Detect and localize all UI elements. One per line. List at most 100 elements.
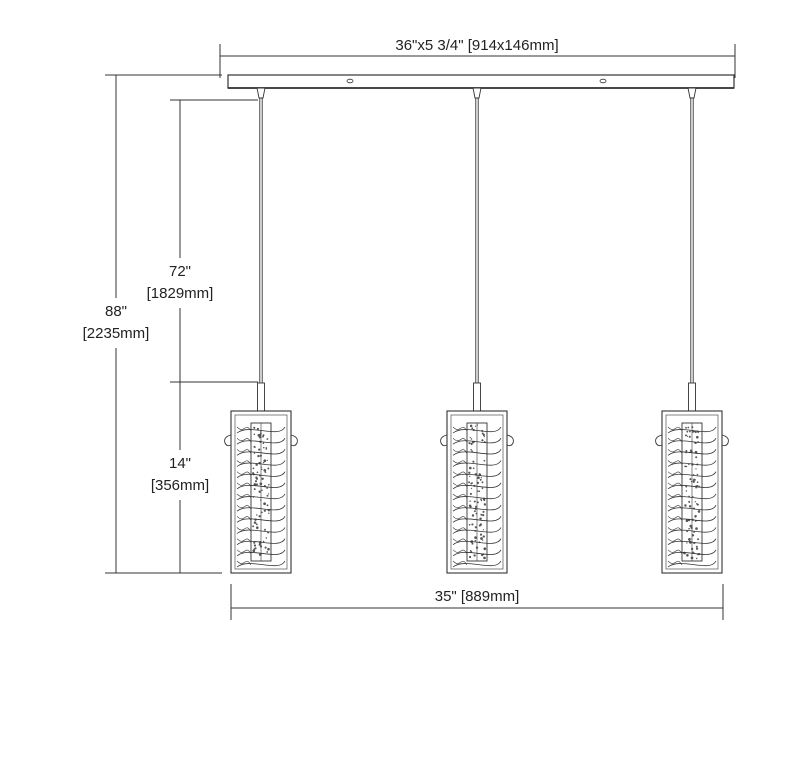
crystal-bead [480, 537, 483, 540]
crystal-bead [483, 459, 486, 462]
crystal-bead [482, 510, 485, 513]
crystal-bead [260, 431, 262, 433]
spiral-wire-back [452, 527, 468, 532]
spiral-wire-back [236, 471, 252, 476]
spiral-wire [667, 482, 717, 490]
crystal-bead [687, 426, 690, 429]
crystal-bead [696, 473, 699, 476]
cord-length-mm-label: [1829mm] [147, 285, 214, 302]
crystal-speckles [683, 426, 701, 560]
crystal-bead [686, 530, 688, 533]
shade-height-mm-label: [356mm] [151, 477, 209, 494]
crystal-bead [480, 498, 482, 501]
crystal-bead [255, 483, 258, 486]
crystal-bead [262, 461, 265, 464]
spiral-wire-back [667, 504, 683, 510]
spiral-wire [667, 493, 717, 501]
crystal-bead [684, 504, 687, 507]
spiral-wire [236, 471, 286, 479]
crystal-bead [694, 501, 696, 503]
spiral-wire-bands [452, 426, 502, 568]
spiral-wire [236, 549, 286, 557]
crystal-bead [692, 495, 694, 498]
crystal-bead [473, 554, 476, 557]
cord-mount-cap [472, 87, 482, 99]
crystal-bead [471, 542, 474, 545]
crystal-bead [692, 480, 695, 483]
crystal-bead [696, 503, 699, 506]
crystal-bead [253, 445, 256, 448]
crystal-bead [685, 426, 687, 429]
spiral-wire [236, 516, 286, 523]
crystal-bead [262, 540, 265, 543]
spiral-wire [667, 538, 717, 546]
crystal-bead [696, 484, 699, 487]
spiral-wire [452, 504, 502, 512]
crystal-bead [696, 435, 699, 439]
crystal-bead [268, 512, 270, 515]
crystal-bead [261, 477, 264, 481]
crystal-bead [261, 489, 263, 492]
crystal-bead [478, 490, 481, 493]
crystal-bead [689, 524, 692, 528]
crystal-bead [264, 471, 267, 473]
crystal-bead [255, 463, 258, 466]
spiral-wire-back [452, 460, 468, 465]
crystal-bead [685, 465, 688, 468]
crystal-bead [688, 435, 691, 438]
shade-height-in-label: 14" [169, 455, 191, 472]
crystal-bead [468, 481, 471, 484]
crystal-bead [267, 547, 270, 551]
crystal-bead [685, 490, 688, 492]
crystal-bead [263, 446, 265, 449]
crystal-bead [258, 490, 261, 493]
crystal-bead [688, 500, 691, 503]
pendant-right [655, 87, 729, 574]
crystal-bead [696, 481, 699, 484]
shade-clip-left [440, 434, 448, 447]
spiral-wire-back [667, 471, 683, 476]
crystal-bead [265, 537, 268, 539]
spiral-wire [452, 538, 502, 546]
crystal-bead [482, 529, 485, 531]
crystal-bead [686, 553, 689, 557]
shade-height-dimension: 14" [356mm] [151, 382, 209, 573]
spiral-wire-back [452, 471, 468, 476]
crystal-bead [695, 545, 698, 548]
crystal-bead [265, 448, 268, 450]
crystal-bead [695, 547, 699, 550]
spiral-wire-bands [667, 426, 717, 568]
crystal-bead [695, 527, 698, 530]
crystal-bead [690, 526, 693, 530]
crystal-bead [689, 430, 691, 433]
crystal-bead [266, 487, 268, 489]
crystal-bead [252, 467, 255, 470]
spiral-wire-back [236, 493, 252, 499]
spiral-wire-back [452, 504, 468, 510]
spiral-wire [452, 516, 502, 523]
crystal-bead [258, 515, 261, 518]
spiral-wire [452, 471, 502, 479]
crystal-bead [261, 468, 263, 471]
spiral-wire-back [236, 449, 252, 454]
crystal-bead [693, 531, 695, 533]
crystal-bead [471, 427, 474, 430]
spiral-wire-back [452, 560, 468, 566]
crystal-bead [695, 485, 698, 487]
crystal-bead [468, 471, 471, 474]
crystal-bead [253, 521, 257, 524]
spiral-wire-back [236, 516, 252, 521]
crystal-bead [258, 553, 262, 556]
crystal-bead [685, 434, 687, 437]
crystal-bead [686, 435, 689, 437]
crystal-bead [468, 442, 471, 445]
crystal-bead [474, 536, 477, 539]
spiral-wire-back [452, 426, 468, 432]
crystal-bead [253, 544, 257, 547]
crystal-bead [695, 557, 698, 560]
pendant-span-dimension: 35" [889mm] [230, 584, 724, 620]
spiral-wire [452, 426, 502, 434]
crystal-bead [469, 492, 472, 495]
crystal-bead [471, 450, 473, 452]
spiral-wire-back [667, 449, 683, 454]
